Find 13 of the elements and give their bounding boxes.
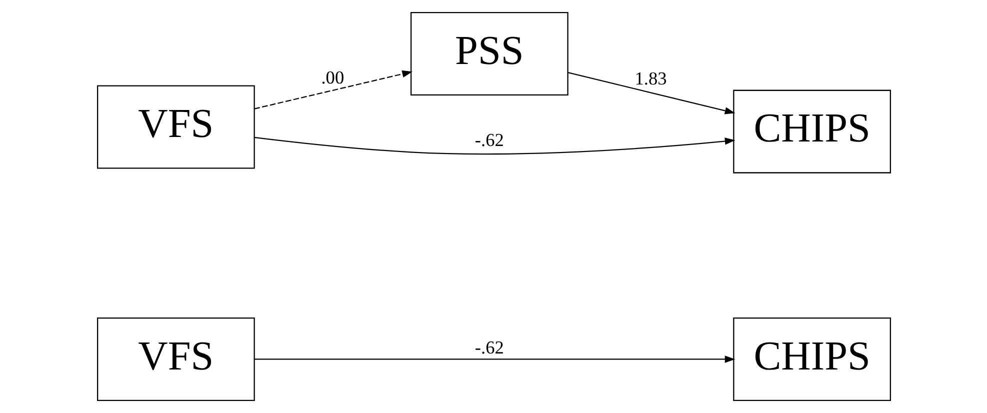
edge-label: 1.83 xyxy=(634,68,666,88)
arrow xyxy=(254,356,735,363)
edge-label: .00 xyxy=(320,67,344,88)
node-box: CHIPS xyxy=(732,317,890,401)
arrow xyxy=(254,136,735,155)
node-box: VFS xyxy=(96,317,254,401)
node-box: VFS xyxy=(96,85,254,169)
node-box: CHIPS xyxy=(732,90,890,174)
edge-label: -.62 xyxy=(474,337,504,358)
node-box: PSS xyxy=(410,12,568,96)
arrow xyxy=(567,72,735,114)
arrow xyxy=(254,70,412,110)
edge-label: -.62 xyxy=(474,130,504,150)
